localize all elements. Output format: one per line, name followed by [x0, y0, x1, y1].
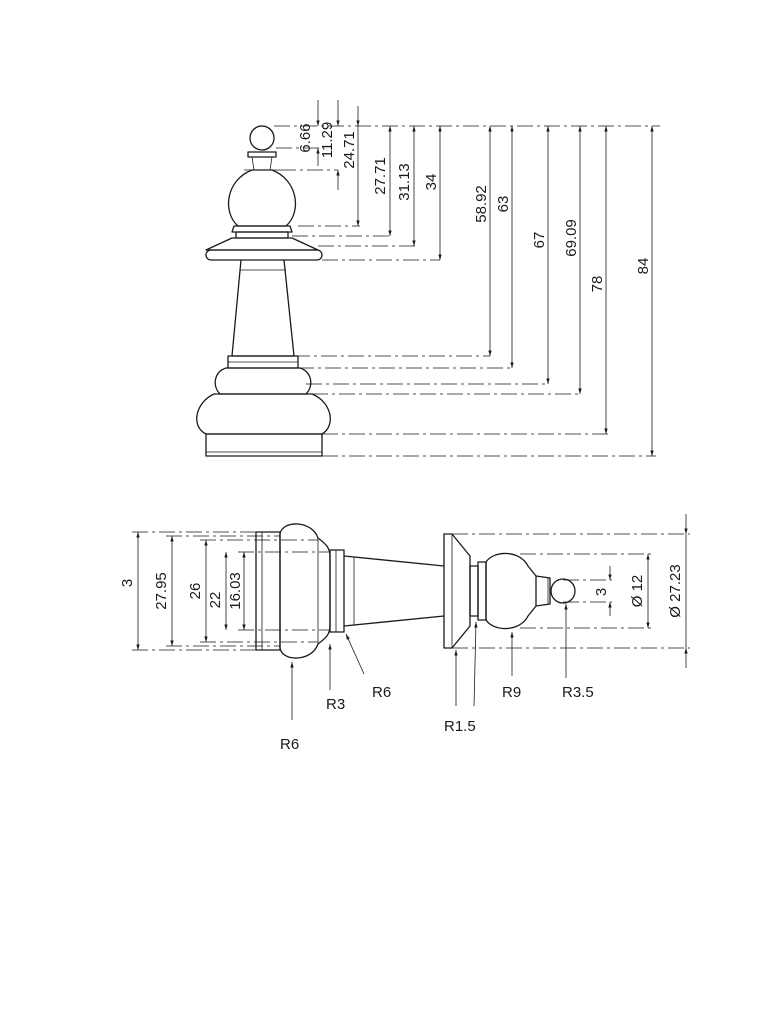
dim-63: 63 [495, 196, 512, 213]
radius-label-r1-5: R1.5 [444, 718, 476, 735]
dim-side-22: 22 [207, 592, 224, 609]
side-view: 3 27.95 26 22 16.03 3 Ø 12 Ø 27.23 R6 R3… [119, 514, 690, 753]
radius-label-r3: R3 [326, 696, 345, 713]
radius-label-r9: R9 [502, 684, 521, 701]
dim-side-26: 26 [187, 583, 204, 600]
dim-side-3: 3 [119, 579, 136, 587]
dim-side-dia-27-23: Ø 27.23 [667, 564, 684, 617]
dim-side-16-03: 16.03 [227, 572, 244, 610]
dim-24-71: 24.71 [341, 131, 358, 169]
radius-label-r6-base: R6 [280, 736, 299, 753]
dim-78: 78 [589, 276, 606, 293]
dim-69-09: 69.09 [563, 219, 580, 257]
dim-31-13: 31.13 [396, 163, 413, 201]
dim-side-right-3: 3 [593, 588, 610, 596]
dim-84: 84 [635, 258, 652, 275]
dim-67: 67 [531, 232, 548, 249]
dim-side-dia-12: Ø 12 [629, 575, 646, 608]
dim-side-27-95: 27.95 [153, 572, 170, 610]
dim-34: 34 [423, 174, 440, 191]
dim-58-92: 58.92 [473, 185, 490, 223]
dim-27-71: 27.71 [372, 157, 389, 195]
front-view: 6.66 11.29 24.71 27.71 31.13 34 58.92 63… [196, 100, 660, 457]
dim-11-29: 11.29 [319, 122, 336, 158]
radius-label-r3-5: R3.5 [562, 684, 594, 701]
dim-6-66: 6.66 [297, 123, 314, 152]
radius-label-r6-stem: R6 [372, 684, 391, 701]
